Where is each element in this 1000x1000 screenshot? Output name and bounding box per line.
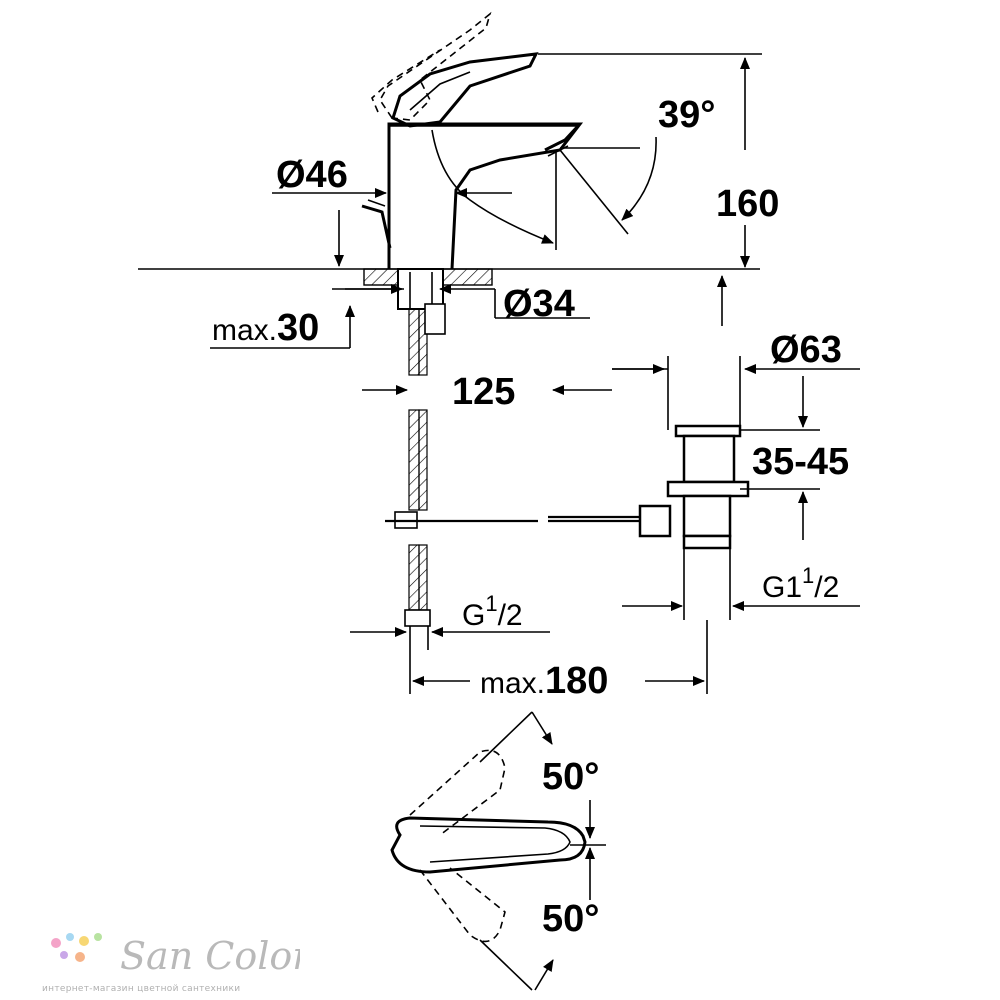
angle-50-top-label: 50° (542, 756, 599, 798)
lever-rotated-up-dashed (409, 749, 506, 836)
watermark-dot (60, 951, 68, 959)
supply-hoses (394, 303, 446, 650)
watermark-dot (94, 933, 102, 941)
max180-label: max.180 (480, 660, 608, 702)
width-125-label: 125 (452, 371, 515, 413)
diameter-34-label: Ø34 (503, 283, 575, 325)
watermark-dot (51, 938, 61, 948)
sancolor-watermark: San Color интернет-магазин цветной санте… (42, 933, 300, 994)
angle-50-bottom-label: 50° (542, 898, 599, 940)
thread-g1-half-label: G11/2 (762, 563, 839, 604)
watermark-brand: San Color (120, 934, 300, 978)
popup-rod-handle (361, 204, 392, 249)
thread-g-half-label: G1/2 (462, 591, 523, 632)
faucet-top-view: 50° 50° (390, 711, 606, 991)
diameter-46-label: Ø46 (276, 154, 348, 196)
watermark-dots (51, 933, 102, 962)
watermark-subtitle: интернет-магазин цветной сантехники (42, 984, 240, 994)
spout-tip (544, 124, 580, 152)
faucet-body (387, 122, 584, 270)
watermark-dot (79, 936, 89, 946)
diameter-63-label: Ø63 (770, 329, 842, 371)
angle-39-label: 39° (658, 94, 715, 136)
drain-waste (638, 424, 750, 620)
lever-rotated-down-dashed (419, 867, 506, 943)
range-35-45-label: 35-45 (752, 441, 849, 483)
height-160-label: 160 (716, 183, 779, 225)
lever-raised-dashed (379, 11, 492, 121)
watermark-dot (66, 933, 74, 941)
max30-label: max.30 (212, 307, 319, 349)
lever-top (390, 816, 587, 874)
watermark-dot (75, 952, 85, 962)
faucet-side-view: 39° Ø46 160 Ø34 max.30 (138, 11, 860, 702)
